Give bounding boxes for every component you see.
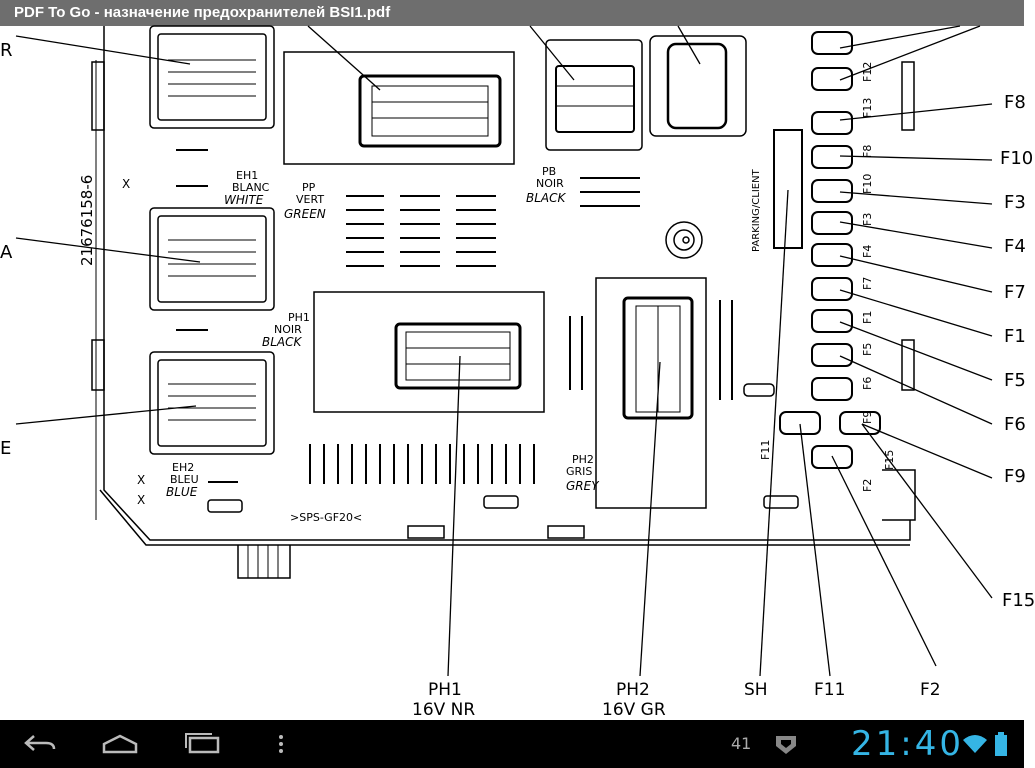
eh1-connector-top: [149, 25, 275, 129]
recent-apps-icon[interactable]: [182, 732, 222, 756]
fuse-label-f12: F12: [861, 61, 874, 82]
right-callout-f8: F8: [1004, 92, 1026, 113]
right-callout-f10: F10: [1000, 148, 1034, 169]
pp-code: PP: [302, 181, 316, 194]
wifi-icon: [963, 735, 987, 753]
home-icon[interactable]: [100, 732, 140, 756]
left-callout-r: R: [0, 40, 13, 61]
bottom-callout-ph2: PH2: [616, 680, 650, 700]
bottom-callout-f2: F2: [920, 680, 941, 700]
board-outline: [99, 26, 911, 546]
fuse-label-f8: F8: [861, 144, 874, 158]
notification-app-icon[interactable]: [772, 732, 800, 758]
fuse-label-f3: F3: [861, 212, 874, 226]
bottom-callout-sh: SH: [744, 680, 768, 700]
pb-fr: NOIR: [536, 177, 564, 190]
eh2-fr: BLEU: [170, 473, 199, 486]
ph1-connector: [313, 291, 545, 413]
bottom-callout-ph1: PH1: [428, 680, 462, 700]
eh2-en: BLUE: [166, 485, 198, 499]
menu-icon[interactable]: [276, 734, 286, 754]
fuse-label-f5: F5: [861, 342, 874, 356]
ph2-en: GREY: [566, 479, 599, 493]
system-nav-bar: 41 21:40: [0, 720, 1024, 768]
bottom-callout-ph1-sub: 16V NR: [412, 700, 476, 720]
part-number: 21676158-6: [78, 174, 96, 266]
battery-icon: [995, 732, 1007, 756]
eh1-en: WHITE: [224, 193, 264, 207]
title-bar: PDF To Go - назначение предохранителей B…: [0, 0, 1024, 26]
ph1-fr: NOIR: [274, 323, 302, 336]
parking-client-label: PARKING/CLIENT: [751, 169, 762, 252]
ph2-code: PH2: [572, 453, 594, 466]
pb-connector: [545, 35, 747, 151]
pp-fr: VERT: [296, 193, 325, 206]
fuse-column: [779, 31, 881, 469]
right-callout-f6: F6: [1004, 414, 1026, 435]
eh1-connector: [149, 207, 275, 311]
fuse-label-f7: F7: [861, 276, 874, 290]
fuse-label-f9: F9: [861, 410, 874, 424]
clock: 21:40: [851, 724, 964, 764]
notification-count[interactable]: 41: [731, 734, 752, 753]
bottom-callout-f11: F11: [814, 680, 846, 700]
fuse-label-f13: F13: [861, 97, 874, 118]
right-callout-f5: F5: [1004, 370, 1026, 391]
right-callout-f9: F9: [1004, 466, 1026, 487]
fuse-label-f4: F4: [861, 244, 874, 258]
eh2-code: EH2: [172, 461, 195, 474]
right-callout-f3: F3: [1004, 192, 1026, 213]
ph2-fr: GRIS: [566, 465, 593, 478]
pb-code: PB: [542, 165, 557, 178]
left-callout-e: E: [0, 438, 12, 459]
fuse-box-drawing: [15, 25, 993, 677]
window-title: PDF To Go - назначение предохранителей B…: [14, 4, 391, 21]
x-mark-1: X: [122, 177, 131, 191]
fuse-label-f15: F15: [883, 449, 896, 470]
x-mark-2: X: [137, 473, 146, 487]
eh1-fr: BLANC: [232, 181, 270, 194]
left-callout-a: A: [0, 242, 13, 263]
fuse-label-f10: F10: [861, 173, 874, 194]
x-mark-3: X: [137, 493, 146, 507]
ph1-en: BLACK: [262, 335, 302, 349]
fuse-label-f1: F1: [861, 310, 874, 324]
eh1-code: EH1: [236, 169, 259, 182]
fuse-label-f11: F11: [759, 439, 772, 460]
fuse-label-f2: F2: [861, 478, 874, 492]
right-callout-f15: F15: [1002, 590, 1035, 611]
right-callout-f4: F4: [1004, 236, 1026, 257]
ph2-connector: [595, 277, 707, 509]
right-callout-f1: F1: [1004, 326, 1026, 347]
sps-label: >SPS-GF20<: [290, 511, 363, 524]
ph1-code: PH1: [288, 311, 310, 324]
eh2-connector: [149, 351, 275, 455]
pb-en: BLACK: [526, 191, 566, 205]
bottom-callout-ph2-sub: 16V GR: [602, 700, 666, 720]
fuse-label-f6: F6: [861, 376, 874, 390]
pdf-page[interactable]: R A E EH1 BLANC WHITE PP VERT GREEN PB N…: [0, 25, 1035, 720]
right-callout-f7: F7: [1004, 282, 1026, 303]
pp-en: GREEN: [284, 207, 326, 221]
pp-connector: [283, 51, 515, 165]
back-icon[interactable]: [22, 732, 58, 756]
